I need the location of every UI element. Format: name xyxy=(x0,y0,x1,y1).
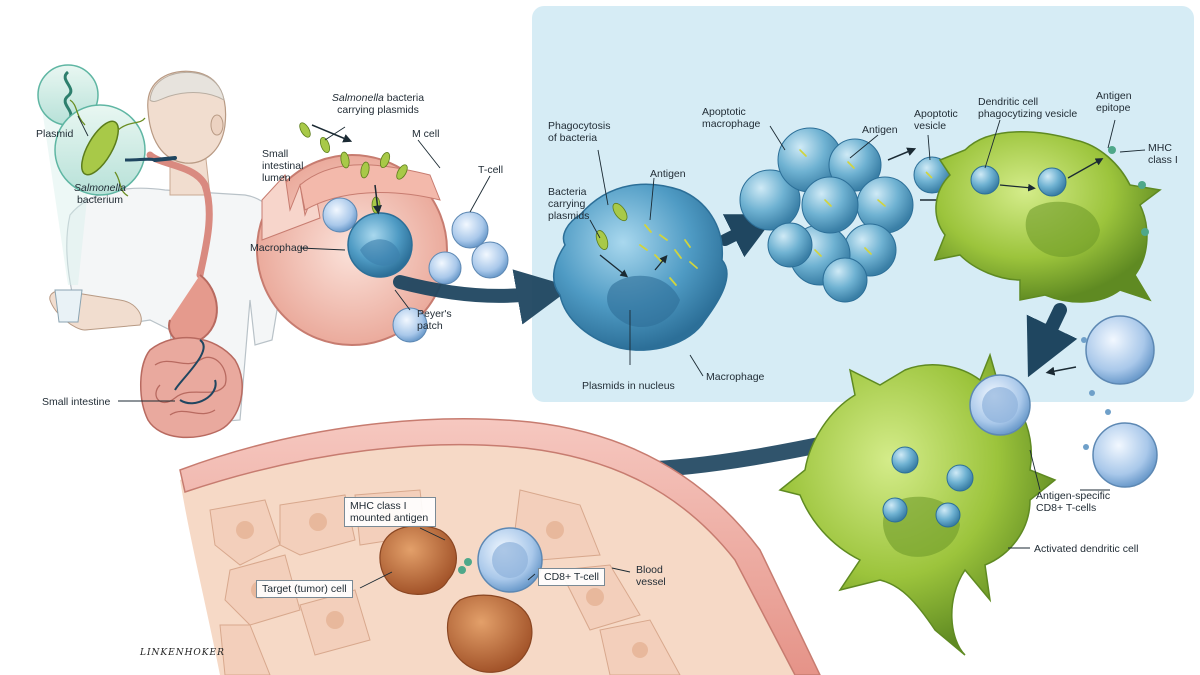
label-antigen-specific-cd8: Antigen-specific CD8+ T-cells xyxy=(1036,490,1111,514)
leader-lines xyxy=(77,115,1146,589)
person-figure xyxy=(40,70,285,439)
label-carrying-plasmids: carrying plasmids xyxy=(337,104,419,116)
label-t-cell: T-cell xyxy=(478,164,504,176)
label-plasmids-in-nucleus: Plasmids in nucleus xyxy=(582,380,675,392)
label-macrophage-main: Macrophage xyxy=(706,371,765,383)
main-macrophage xyxy=(552,183,728,351)
label-small-intestine: Small intestine xyxy=(42,396,111,408)
peyers-patch-inset xyxy=(256,122,509,346)
t-cells-right xyxy=(1045,315,1158,488)
label-apoptotic-macrophage: Apoptotic macrophage xyxy=(702,106,761,130)
label-antigen-main: Antigen xyxy=(650,168,686,180)
label-antigen-epitope: Antigen epitope xyxy=(1096,90,1132,114)
label-peyers-patch: Peyer's patch xyxy=(417,308,452,332)
label-target-tumor: Target (tumor) cell xyxy=(256,580,353,598)
artist-signature: LINKENHOKER xyxy=(140,648,225,658)
label-apoptotic-vesicle: Apoptotic vesicle xyxy=(914,108,958,132)
salmonella-bubble xyxy=(54,99,146,197)
label-plasmid: Plasmid xyxy=(36,128,74,140)
label-activated-dendritic: Activated dendritic cell xyxy=(1034,543,1139,555)
label-cd8-tcell: CD8+ T-cell xyxy=(538,568,605,586)
label-bacteria-word: bacteria xyxy=(383,92,425,104)
activated-t-cell xyxy=(969,374,1031,436)
label-macrophage-inset: Macrophage xyxy=(250,242,309,254)
label-small-intestinal-lumen: Small intestinal lumen xyxy=(262,148,304,184)
dendritic-cell-top xyxy=(933,131,1162,303)
label-salmonella-italic-inset: Salmonella xyxy=(331,92,384,104)
label-phagocytosis: Phagocytosis of bacteria xyxy=(548,120,611,144)
label-m-cell: M cell xyxy=(412,128,440,140)
label-blood-vessel: Blood vessel xyxy=(636,564,666,588)
label-antigen-apoptotic: Antigen xyxy=(862,124,898,136)
label-bacteria-carrying-plasmids: Bacteria carrying plasmids xyxy=(548,186,590,222)
label-salmonella-bacteria-carrying: Salmonella bacteria carrying plasmids xyxy=(318,92,438,116)
apoptotic-antigen-fragments xyxy=(799,149,886,257)
cd8-t-cell-near-tumor xyxy=(458,527,543,593)
small-intestine-shape xyxy=(140,337,243,439)
label-mhc-class-i: MHC class I xyxy=(1148,142,1178,166)
label-salmonella-bacterium: Salmonella bacterium xyxy=(62,182,138,206)
label-salmonella-italic: Salmonella xyxy=(74,182,126,194)
label-dendritic-phago: Dendritic cell phagocytizing vesicle xyxy=(978,96,1078,120)
label-bacterium: bacterium xyxy=(76,194,124,206)
blood-vessel-scene xyxy=(179,418,821,675)
tumor-cells xyxy=(379,525,533,673)
label-mhc-mounted: MHC class I mounted antigen xyxy=(344,497,436,527)
